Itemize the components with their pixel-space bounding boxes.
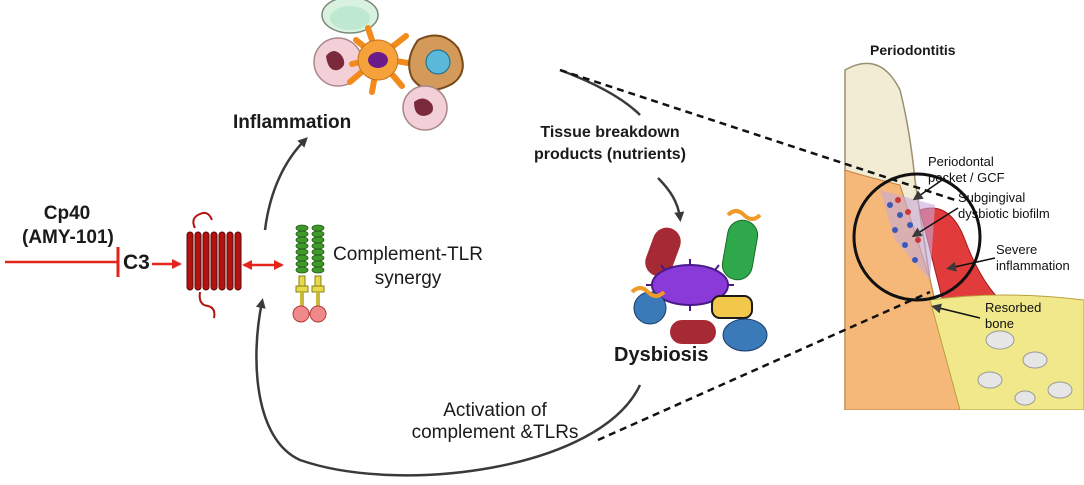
severe-inflammation-label: Severe inflammation [996,242,1070,274]
cycle-arrow-to-dysbiosis [657,177,685,222]
periodontitis-illustration [840,55,1084,410]
nutrients-label: Tissue breakdown products (nutrients) [515,122,705,166]
inhibitor-name: Cp40 [43,203,91,224]
synergy-line-1: Complement-TLR [333,244,483,265]
activation-label: Activation of complement &TLRs [395,400,595,444]
pocket-line-2: pocket / GCF [928,170,1005,185]
severe-inflammation-line-2: inflammation [996,258,1070,273]
cycle-arrow-to-inflammation [263,137,308,231]
activation-line-2: complement &TLRs [411,422,579,443]
cycle-arrow-to-receptors [255,298,642,477]
biofilm-line-1: Subgingival [958,190,1026,205]
nutrients-line-2: products (nutrients) [534,146,686,163]
magnifier-circle [852,172,982,302]
pocket-label: Periodontal pocket / GCF [928,154,1005,186]
panel-title: Periodontitis [870,42,956,58]
zoom-line-bottom [597,290,931,442]
bone-line-1: Resorbed [985,300,1042,315]
nutrients-line-1: Tissue breakdown [540,124,680,141]
pocket-line-1: Periodontal [928,154,994,169]
inhibitor-label: Cp40 (AMY-101) [22,202,114,250]
bone-label: Resorbed bone [985,300,1041,332]
inflammation-pointer [946,257,996,272]
inhibitor-alias: (AMY-101) [22,227,114,248]
synergy-label: Complement-TLR synergy [333,243,483,291]
bone-line-2: bone [985,316,1014,331]
zoom-line-top [559,68,956,202]
biofilm-label: Subgingival dysbiotic biofilm [958,190,1050,222]
dysbiotic-bacteria-icon [630,209,768,352]
dysbiosis-label: Dysbiosis [614,344,709,366]
synergy-line-2: synergy [374,268,442,289]
tlr-dimer-icon [292,224,327,323]
pocket-pointer [912,177,946,201]
cycle-arrow-to-nutrients [559,68,641,116]
bone-pointer [931,303,981,319]
activation-line-1: Activation of [443,400,547,421]
biofilm-pointer [911,207,959,238]
inflammation-label: Inflammation [233,112,352,133]
biofilm-line-2: dysbiotic biofilm [958,206,1050,221]
severe-inflammation-line-1: Severe [996,242,1038,257]
immune-cells-icon [313,0,464,131]
complement-receptor-icon [186,211,242,319]
c3-label: C3 [123,251,150,274]
